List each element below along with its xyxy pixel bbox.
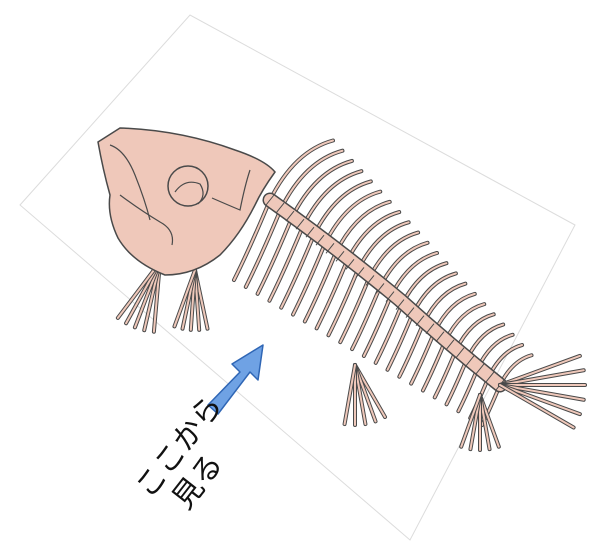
ventral-rib-fill: [269, 226, 302, 300]
dorsal-spine: [314, 181, 371, 235]
dorsal-spine-fill: [270, 141, 333, 201]
dorsal-spine: [325, 192, 381, 244]
dorsal-spine-fill: [314, 181, 371, 235]
dorsal-spine-fill: [303, 171, 362, 226]
tail-ray-fill: [500, 356, 580, 385]
ventral-rib-fill: [317, 262, 347, 329]
ventral-rib-fill: [376, 306, 402, 363]
dorsal-spine-fill: [325, 192, 381, 244]
dorsal-spine: [303, 171, 362, 226]
dorsal-spine-fill: [292, 161, 352, 218]
dorsal-spines: [270, 141, 532, 386]
dorsal-spine: [270, 141, 333, 201]
dorsal-spine: [281, 151, 343, 209]
dorsal-spine-fill: [281, 151, 343, 209]
annotation-text: ここから 見る: [129, 389, 259, 527]
tail-ray-fill: [500, 370, 584, 385]
ventral-rib-fill: [305, 253, 336, 322]
dorsal-spine: [292, 161, 352, 218]
fins: [118, 262, 499, 450]
ventral-rib-fill: [328, 270, 357, 335]
ventral-rib-fill: [340, 279, 368, 342]
dorsal-spine-fill: [336, 202, 390, 253]
ventral-rib-fill: [364, 297, 391, 356]
ventral-rib-fill: [281, 235, 314, 307]
dorsal-spine: [336, 202, 390, 253]
ventral-rib-fill: [352, 288, 379, 349]
ventral-rib-fill: [293, 244, 325, 314]
eye-socket: [168, 166, 208, 206]
